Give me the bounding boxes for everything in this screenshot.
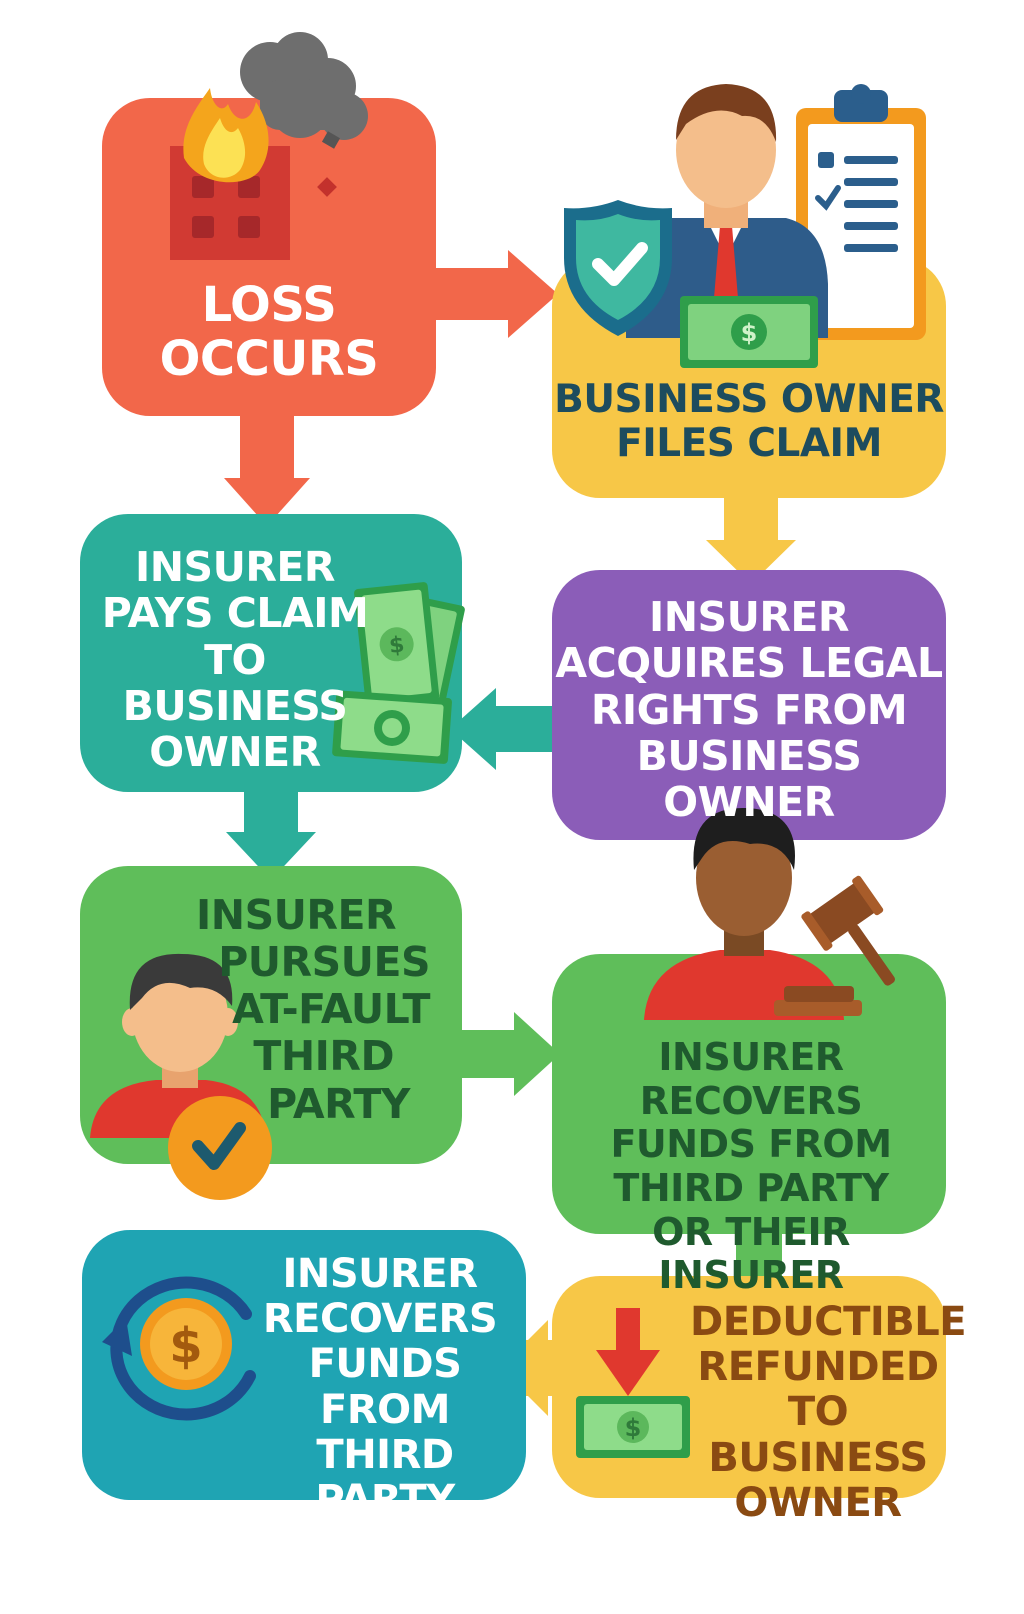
label-line: OWNER bbox=[734, 1479, 902, 1526]
label-line: INSURER RECOVERS bbox=[639, 1035, 863, 1123]
label-line: RECOVERS bbox=[262, 1296, 498, 1343]
svg-text:$: $ bbox=[625, 1414, 642, 1442]
label-line: REFUNDED TO bbox=[697, 1344, 939, 1436]
label-line: INSURER bbox=[134, 543, 336, 591]
svg-text:$: $ bbox=[741, 319, 758, 347]
label-line: DEDUCTIBLE bbox=[690, 1299, 967, 1345]
money-down-arrow-icon: $ bbox=[576, 1308, 690, 1458]
label-line: THIRD bbox=[253, 1032, 394, 1081]
person-check-icon bbox=[90, 953, 272, 1200]
label-line: TO BUSINESS bbox=[122, 635, 348, 730]
step-acquires-rights bbox=[552, 570, 946, 840]
step-acquires-rights-label: INSURER ACQUIRES LEGAL RIGHTS FROM BUSIN… bbox=[552, 594, 946, 826]
step-pays-claim-label: INSURER PAYS CLAIM TO BUSINESS OWNER bbox=[100, 544, 370, 776]
label-line: INSURER bbox=[196, 891, 397, 939]
label-line: THIRD PARTY bbox=[315, 1431, 455, 1523]
label-line: RIGHTS FROM bbox=[590, 685, 908, 734]
arrow-files-to-acquires bbox=[706, 484, 796, 584]
label-line: INSURER bbox=[648, 593, 850, 641]
label-line: BUSINESS OWNER bbox=[554, 377, 944, 422]
label-line: PARTY bbox=[267, 1079, 410, 1128]
label-line: FUNDS FROM bbox=[308, 1341, 462, 1433]
label-line: PURSUES bbox=[218, 938, 430, 987]
step-recovers-funds-final-label: INSURER RECOVERS FUNDS FROM THIRD PARTY … bbox=[130, 1251, 510, 1614]
label-line: OCCURS bbox=[159, 331, 379, 388]
label-line: OWNER bbox=[149, 728, 321, 777]
label-line: AT-FAULT bbox=[232, 985, 430, 1034]
label-line: BUSINESS OWNER bbox=[636, 731, 862, 827]
businessman-clipboard-icon: $ bbox=[564, 84, 926, 368]
label-line: FILES CLAIM bbox=[616, 421, 882, 467]
step-files-claim-label: BUSINESS OWNER FILES CLAIM bbox=[552, 377, 946, 467]
svg-text:$: $ bbox=[169, 1318, 202, 1374]
label-line: INSURER bbox=[282, 1251, 478, 1297]
step-deductible-label: DEDUCTIBLE REFUNDED TO BUSINESS OWNER bbox=[690, 1299, 967, 1526]
step-pursues-label: INSURER PURSUES AT-FAULT THIRD PARTY bbox=[180, 891, 431, 1128]
step-loss-occurs-label: LOSS OCCURS bbox=[102, 277, 436, 388]
cash-stack-icon: $ bbox=[332, 582, 465, 764]
label-line: LOSS bbox=[201, 277, 337, 333]
label-line: OR THEIR INSURER bbox=[130, 1522, 339, 1614]
svg-text:$: $ bbox=[388, 633, 406, 659]
dollar-cycle-icon: $ bbox=[102, 1276, 256, 1421]
subrogation-flow-diagram: LOSS OCCURS $ bbox=[80, 32, 967, 1526]
label-line: FUNDS FROM bbox=[610, 1122, 892, 1167]
label-line: THIRD PARTY bbox=[613, 1166, 889, 1211]
label-line: OR THEIR INSURER bbox=[652, 1209, 850, 1298]
step-recovers-funds-label: INSURER RECOVERS FUNDS FROM THIRD PARTY … bbox=[556, 1035, 946, 1298]
burning-building-icon bbox=[170, 32, 368, 260]
label-line: ACQUIRES LEGAL bbox=[555, 639, 943, 688]
label-line: BUSINESS bbox=[708, 1434, 928, 1481]
label-line: PAYS CLAIM bbox=[101, 589, 369, 638]
arrow-loss-to-pays bbox=[224, 400, 310, 526]
person-gavel-icon bbox=[644, 807, 895, 1020]
